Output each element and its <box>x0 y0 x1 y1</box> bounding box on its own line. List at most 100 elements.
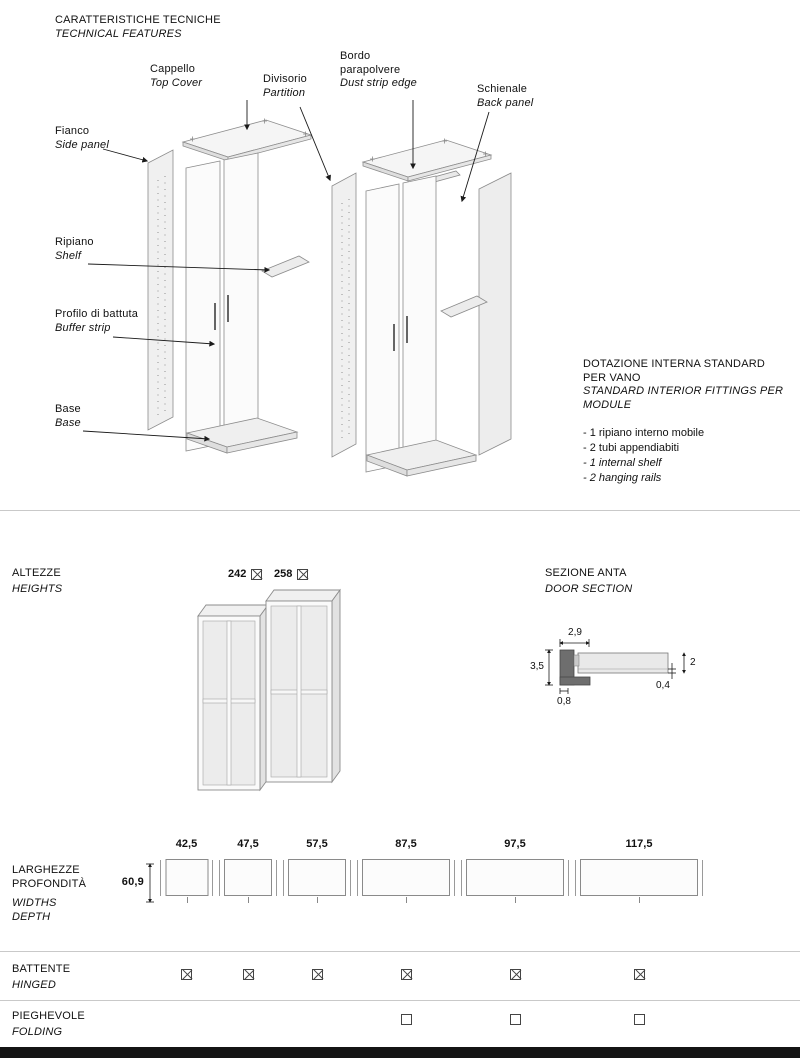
label-ripiano-en: Shelf <box>55 249 82 262</box>
fittings-item: - 2 tubi appendiabiti <box>583 442 680 454</box>
folding-checks-row <box>160 1012 703 1026</box>
label-divisorio: Divisorio Partition <box>263 73 307 100</box>
width-plan-view <box>283 857 351 905</box>
exploded-view <box>147 119 512 477</box>
fittings-item: - 1 ripiano interno mobile <box>583 427 705 439</box>
table-row-label-hinged: HINGED <box>12 979 56 991</box>
door-handles <box>214 295 408 351</box>
height-value: 242 <box>228 568 247 580</box>
screw-marks <box>190 118 488 162</box>
widths-title-it-2: PROFONDITÀ <box>12 878 87 890</box>
heights-title-en: HEIGHTS <box>12 583 63 595</box>
label-bordo-en: Dust strip edge <box>340 77 417 89</box>
label-fianco-en: Side panel <box>55 138 109 151</box>
table-row-label-battente: BATTENTE <box>12 963 71 975</box>
height-option-242: 242 <box>228 568 263 580</box>
table-divider-top <box>0 951 800 952</box>
dim-left: 3,5 <box>530 661 544 672</box>
option-cell <box>283 1012 351 1026</box>
width-option: 42,5 <box>160 838 213 905</box>
width-plan-view <box>357 857 455 905</box>
option-cell <box>575 1012 703 1026</box>
checkbox-empty[interactable] <box>400 1013 412 1025</box>
fittings-title-en: STANDARD INTERIOR FITTINGS PER MODULE <box>583 385 784 411</box>
width-value: 42,5 <box>175 838 198 850</box>
table-divider-middle <box>0 1000 800 1001</box>
dim-top: 2,9 <box>568 627 582 638</box>
width-value: 97,5 <box>504 838 526 850</box>
width-option: 117,5 <box>575 838 703 905</box>
label-base-en: Base <box>55 416 81 429</box>
widths-title-en-1: WIDTHS <box>12 897 57 909</box>
panel-hole-lines <box>157 176 350 443</box>
width-plan-view <box>160 857 213 905</box>
dim-bottom: 0,8 <box>557 696 571 707</box>
fittings-title-it: DOTAZIONE INTERNA STANDARD PER VANO <box>583 358 766 384</box>
label-profilo-it: Profilo di battuta <box>55 308 139 320</box>
table-row-label-folding: FOLDING <box>12 1026 63 1038</box>
width-option: 47,5 <box>219 838 277 905</box>
checkbox-checked[interactable] <box>400 968 412 980</box>
height-option-258: 258 <box>274 568 309 580</box>
label-fianco-it: Fianco <box>55 125 90 137</box>
checkbox-checked[interactable] <box>242 968 254 980</box>
checkbox-checked[interactable] <box>509 968 521 980</box>
label-base-it: Base <box>55 403 81 415</box>
label-schienale-en: Back panel <box>477 96 534 109</box>
option-cell <box>461 1012 569 1026</box>
checkbox-checked[interactable] <box>311 968 323 980</box>
label-cappello-it: Cappello <box>150 63 196 75</box>
widths-title-en-2: DEPTH <box>12 911 51 923</box>
label-ripiano-it: Ripiano <box>55 236 94 248</box>
page-title: CARATTERISTICHE TECNICHE <box>55 14 221 26</box>
checkbox-empty[interactable] <box>633 1013 645 1025</box>
width-option: 97,5 <box>461 838 569 905</box>
checkbox-checked[interactable] <box>297 568 309 580</box>
width-value: 47,5 <box>237 838 259 850</box>
fittings-list: - 1 ripiano interno mobile - 2 tubi appe… <box>583 426 788 486</box>
label-cappello: Cappello Top Cover <box>150 63 202 90</box>
fittings-panel: DOTAZIONE INTERNA STANDARD PER VANO STAN… <box>583 358 788 486</box>
option-cell <box>219 967 277 981</box>
label-base: Base Base <box>55 403 81 430</box>
label-bordo: Bordo parapolvere Dust strip edge <box>340 50 422 91</box>
checkbox-empty[interactable] <box>509 1013 521 1025</box>
label-schienale-it: Schienale <box>477 83 528 95</box>
door-section-title-en: DOOR SECTION <box>545 583 633 595</box>
widths-title-it-1: LARGHEZZE <box>12 864 80 876</box>
label-divisorio-en: Partition <box>263 86 306 99</box>
door-section-drawing <box>559 649 669 686</box>
checkbox-checked[interactable] <box>181 968 192 980</box>
option-cell <box>160 1012 213 1026</box>
door-section-title-it: SEZIONE ANTA <box>545 567 627 579</box>
option-cell <box>357 1012 455 1026</box>
width-value: 87,5 <box>395 838 417 850</box>
heights-drawing <box>197 588 341 792</box>
callout-arrows <box>82 100 490 442</box>
width-option: 87,5 <box>357 838 455 905</box>
width-options-row: 42,5 47,5 57,5 87,5 97,5 117,5 <box>160 838 703 905</box>
label-divisorio-it: Divisorio <box>263 73 307 85</box>
page-footer-bar <box>0 1047 800 1058</box>
label-ripiano: Ripiano Shelf <box>55 236 94 263</box>
height-value: 258 <box>274 568 293 580</box>
label-profilo: Profilo di battuta Buffer strip <box>55 308 165 335</box>
depth-value: 60,9 <box>121 876 144 888</box>
table-row-label-pieghevole: PIEGHEVOLE <box>12 1010 85 1022</box>
option-cell <box>219 1012 277 1026</box>
fittings-item: - 2 hanging rails <box>583 472 662 484</box>
hinged-checks-row <box>160 967 703 981</box>
checkbox-checked[interactable] <box>251 568 263 580</box>
label-profilo-en: Buffer strip <box>55 321 111 334</box>
checkbox-checked[interactable] <box>633 968 645 980</box>
fittings-item: - 1 internal shelf <box>583 457 662 469</box>
depth-dimension-arrow <box>146 863 154 903</box>
width-option: 57,5 <box>283 838 351 905</box>
option-cell <box>160 967 213 981</box>
heights-title-it: ALTEZZE <box>12 567 61 579</box>
width-value: 57,5 <box>306 838 328 850</box>
option-cell <box>357 967 455 981</box>
width-plan-view <box>219 857 277 905</box>
width-value: 117,5 <box>625 838 653 850</box>
